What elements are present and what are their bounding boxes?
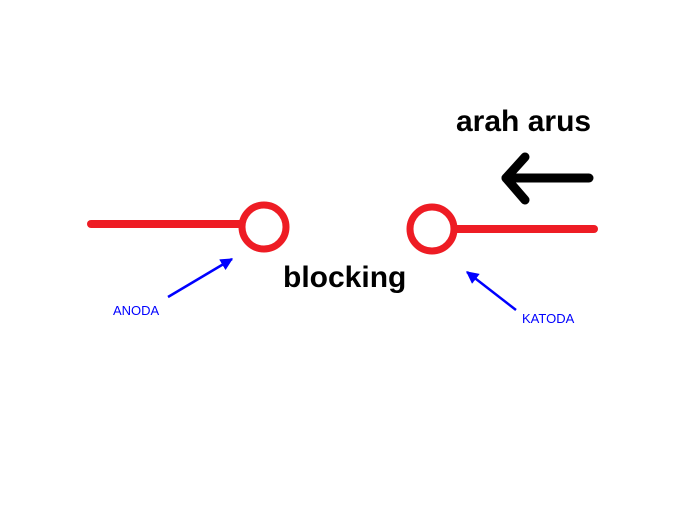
- state-label: blocking: [283, 261, 406, 294]
- anode-terminal: [87, 201, 290, 253]
- cathode-terminal: [406, 203, 598, 255]
- arrow-left-icon: [501, 152, 594, 205]
- circle-terminal-icon: [238, 201, 290, 253]
- circle-terminal-icon: [406, 203, 458, 255]
- anode-label: ANODA: [113, 303, 160, 318]
- current-direction-label: arah arus: [456, 105, 591, 138]
- cathode-label: KATODA: [522, 311, 575, 326]
- anode-pointer-arrow: [167, 257, 234, 299]
- cathode-pointer-arrow: [466, 271, 517, 311]
